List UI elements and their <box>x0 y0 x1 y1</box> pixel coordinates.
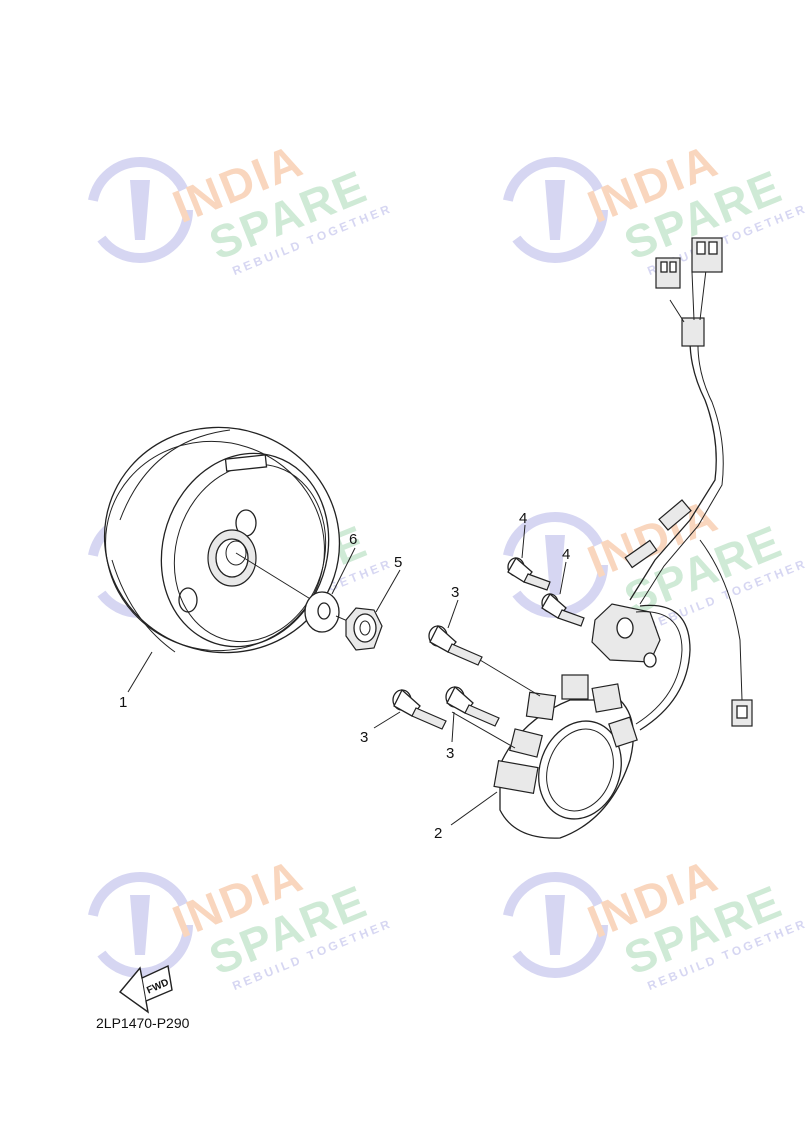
callout-number: 3 <box>360 729 368 746</box>
wrench-icon <box>130 895 150 955</box>
watermark: INDIA SPARE REBUILD TOGETHER <box>502 849 809 993</box>
watermark-logo-icon <box>502 872 608 978</box>
wrench-icon <box>545 180 565 240</box>
watermark-logo-icon <box>502 157 608 263</box>
callout-number: 4 <box>562 546 570 563</box>
callout-number: 3 <box>446 745 454 762</box>
callout-number: 5 <box>394 554 402 571</box>
callout-number: 1 <box>119 694 127 711</box>
callout-labels: 1 2 3 3 3 4 4 5 6 <box>119 510 570 842</box>
wrench-icon <box>545 535 565 595</box>
callout-number: 4 <box>519 510 527 527</box>
washer <box>304 591 351 633</box>
bolt <box>445 685 500 727</box>
callout-number: 6 <box>349 531 357 548</box>
screw <box>507 556 551 591</box>
callout-number: 3 <box>451 584 459 601</box>
flywheel-rotor <box>103 426 341 654</box>
callout-number: 2 <box>434 825 442 842</box>
forward-arrow-icon: FWD <box>118 964 173 1014</box>
screw <box>541 592 585 627</box>
bolt <box>428 624 483 666</box>
watermark: INDIA SPARE REBUILD TOGETHER <box>502 489 809 633</box>
wrench-icon <box>545 895 565 955</box>
nut <box>345 607 383 651</box>
bolt <box>392 688 447 730</box>
stator-assembly <box>451 237 753 839</box>
watermark: INDIA SPARE REBUILD TOGETHER <box>87 134 394 278</box>
watermark-logo-icon <box>87 157 193 263</box>
diagram-code: 2LP1470-P290 <box>96 1015 190 1031</box>
wrench-icon <box>130 180 150 240</box>
callout-leaders <box>127 524 567 826</box>
